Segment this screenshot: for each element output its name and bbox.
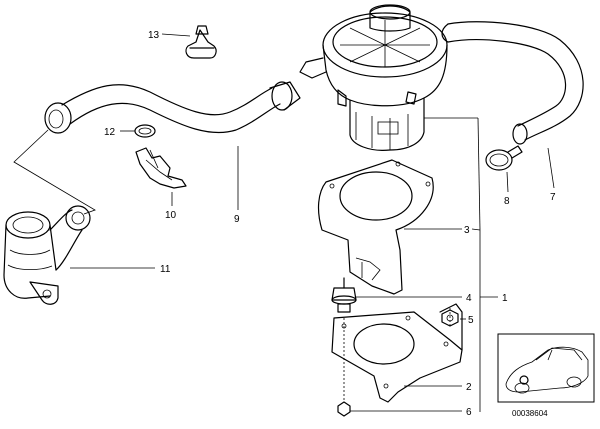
hose-7[interactable] xyxy=(441,21,584,145)
clip-13[interactable] xyxy=(185,25,217,59)
callout-7: 7 xyxy=(550,192,556,203)
callout-11: 11 xyxy=(160,264,171,275)
hose-clamp-8[interactable] xyxy=(485,145,523,171)
callout-4: 4 xyxy=(466,293,472,304)
vehicle-inset: 00038604 xyxy=(497,333,595,418)
valve-11[interactable] xyxy=(3,205,91,305)
bracket-3[interactable] xyxy=(317,159,434,295)
connector-line xyxy=(13,129,96,215)
o-ring-12[interactable] xyxy=(134,124,156,138)
rubber-mount-4[interactable] xyxy=(331,277,357,313)
callout-3: 3 xyxy=(464,225,470,236)
callout-13: 13 xyxy=(148,30,160,41)
leader-lines xyxy=(70,33,555,412)
callout-1: 1 xyxy=(502,293,508,304)
callout-10: 10 xyxy=(165,210,177,221)
hose-9[interactable] xyxy=(44,81,301,134)
air-pump[interactable] xyxy=(299,4,448,151)
nut-6[interactable] xyxy=(337,401,351,417)
callout-5: 5 xyxy=(468,315,474,326)
bracket-10[interactable] xyxy=(135,147,187,189)
callout-12: 12 xyxy=(104,127,116,138)
callout-9: 9 xyxy=(234,214,240,225)
bracket-2[interactable] xyxy=(331,303,463,403)
callouts: 13 12 10 9 11 7 8 3 4 1 5 2 6 xyxy=(104,30,556,418)
callout-8: 8 xyxy=(504,196,510,207)
callout-6: 6 xyxy=(466,407,472,418)
reference-number: 00038604 xyxy=(512,409,548,418)
callout-2: 2 xyxy=(466,382,472,393)
